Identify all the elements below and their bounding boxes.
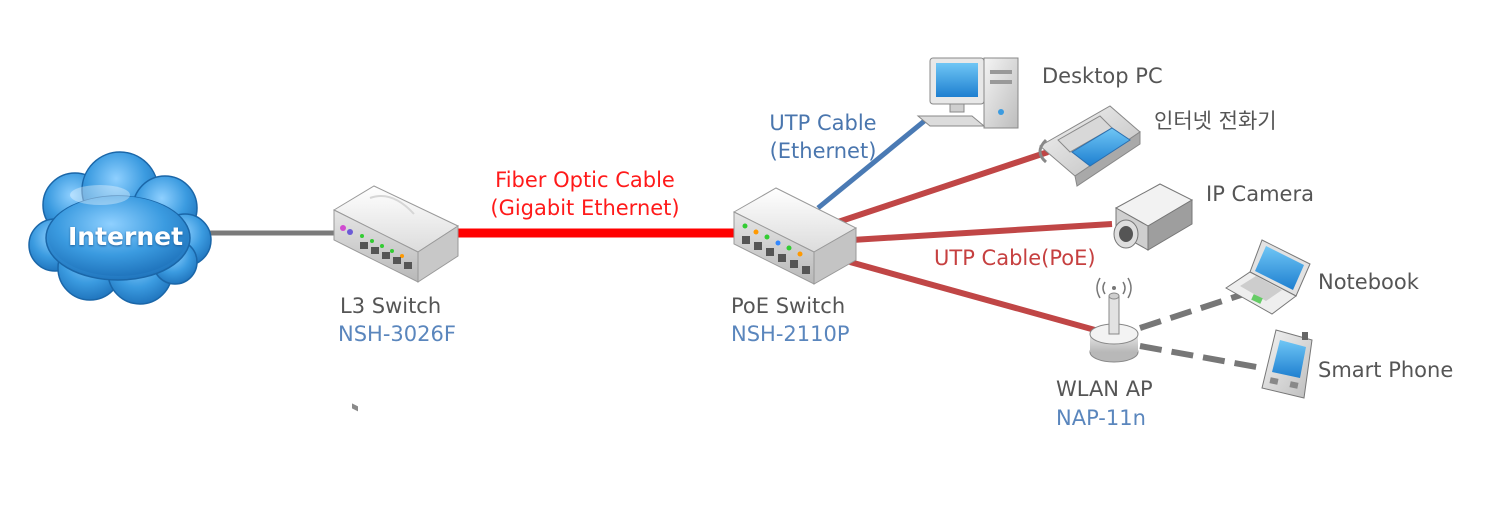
desktop-pc-label: Desktop PC (1042, 64, 1163, 88)
internet-label: Internet (68, 222, 184, 251)
poe-switch-model: NSH-2110P (731, 322, 850, 346)
l3-switch-ports (340, 225, 412, 269)
wlan-ap-name: WLAN AP (1056, 377, 1153, 401)
fiber-cable-label-line2: (Gigabit Ethernet) (490, 196, 680, 220)
poe-cable-ap (849, 259, 1096, 333)
smart-phone-icon (1261, 329, 1313, 399)
wireless-link-smartphone (1139, 343, 1263, 371)
l3-switch-name: L3 Switch (340, 294, 442, 318)
utp-cable-label-line2: (Ethernet) (769, 139, 877, 163)
ip-camera-icon (1113, 183, 1194, 251)
utp-poe-cable-label: UTP Cable(PoE) (934, 246, 1096, 270)
poe-cable-phone (837, 149, 1049, 225)
l3-switch-icon (332, 185, 460, 412)
notebook-icon (1225, 239, 1311, 315)
poe-switch-name: PoE Switch (731, 294, 846, 318)
l3-switch-model: NSH-3026F (338, 322, 456, 346)
internet-phone-label: 인터넷 전화기 (1154, 109, 1277, 133)
poe-switch-icon (732, 187, 858, 285)
poe-cable-camera (851, 221, 1113, 243)
ip-camera-label: IP Camera (1206, 182, 1314, 206)
utp-cable-label-line1: UTP Cable (769, 111, 877, 135)
internet-cloud-icon (28, 151, 212, 305)
utp-cable-desktop (816, 116, 930, 210)
fiber-cable-label-line1: Fiber Optic Cable (495, 168, 675, 192)
wireless-link-notebook (1139, 289, 1251, 331)
notebook-label: Notebook (1318, 270, 1419, 294)
internet-phone-icon (1038, 105, 1141, 187)
wlan-ap-model: NAP-11n (1056, 406, 1146, 430)
desktop-pc-icon (916, 57, 1019, 129)
fiber-cable-label: Fiber Optic Cable (Gigabit Ethernet) (470, 166, 700, 222)
smart-phone-label: Smart Phone (1318, 358, 1454, 382)
wlan-ap-icon (1089, 277, 1139, 363)
utp-cable-label: UTP Cable (Ethernet) (750, 109, 896, 165)
